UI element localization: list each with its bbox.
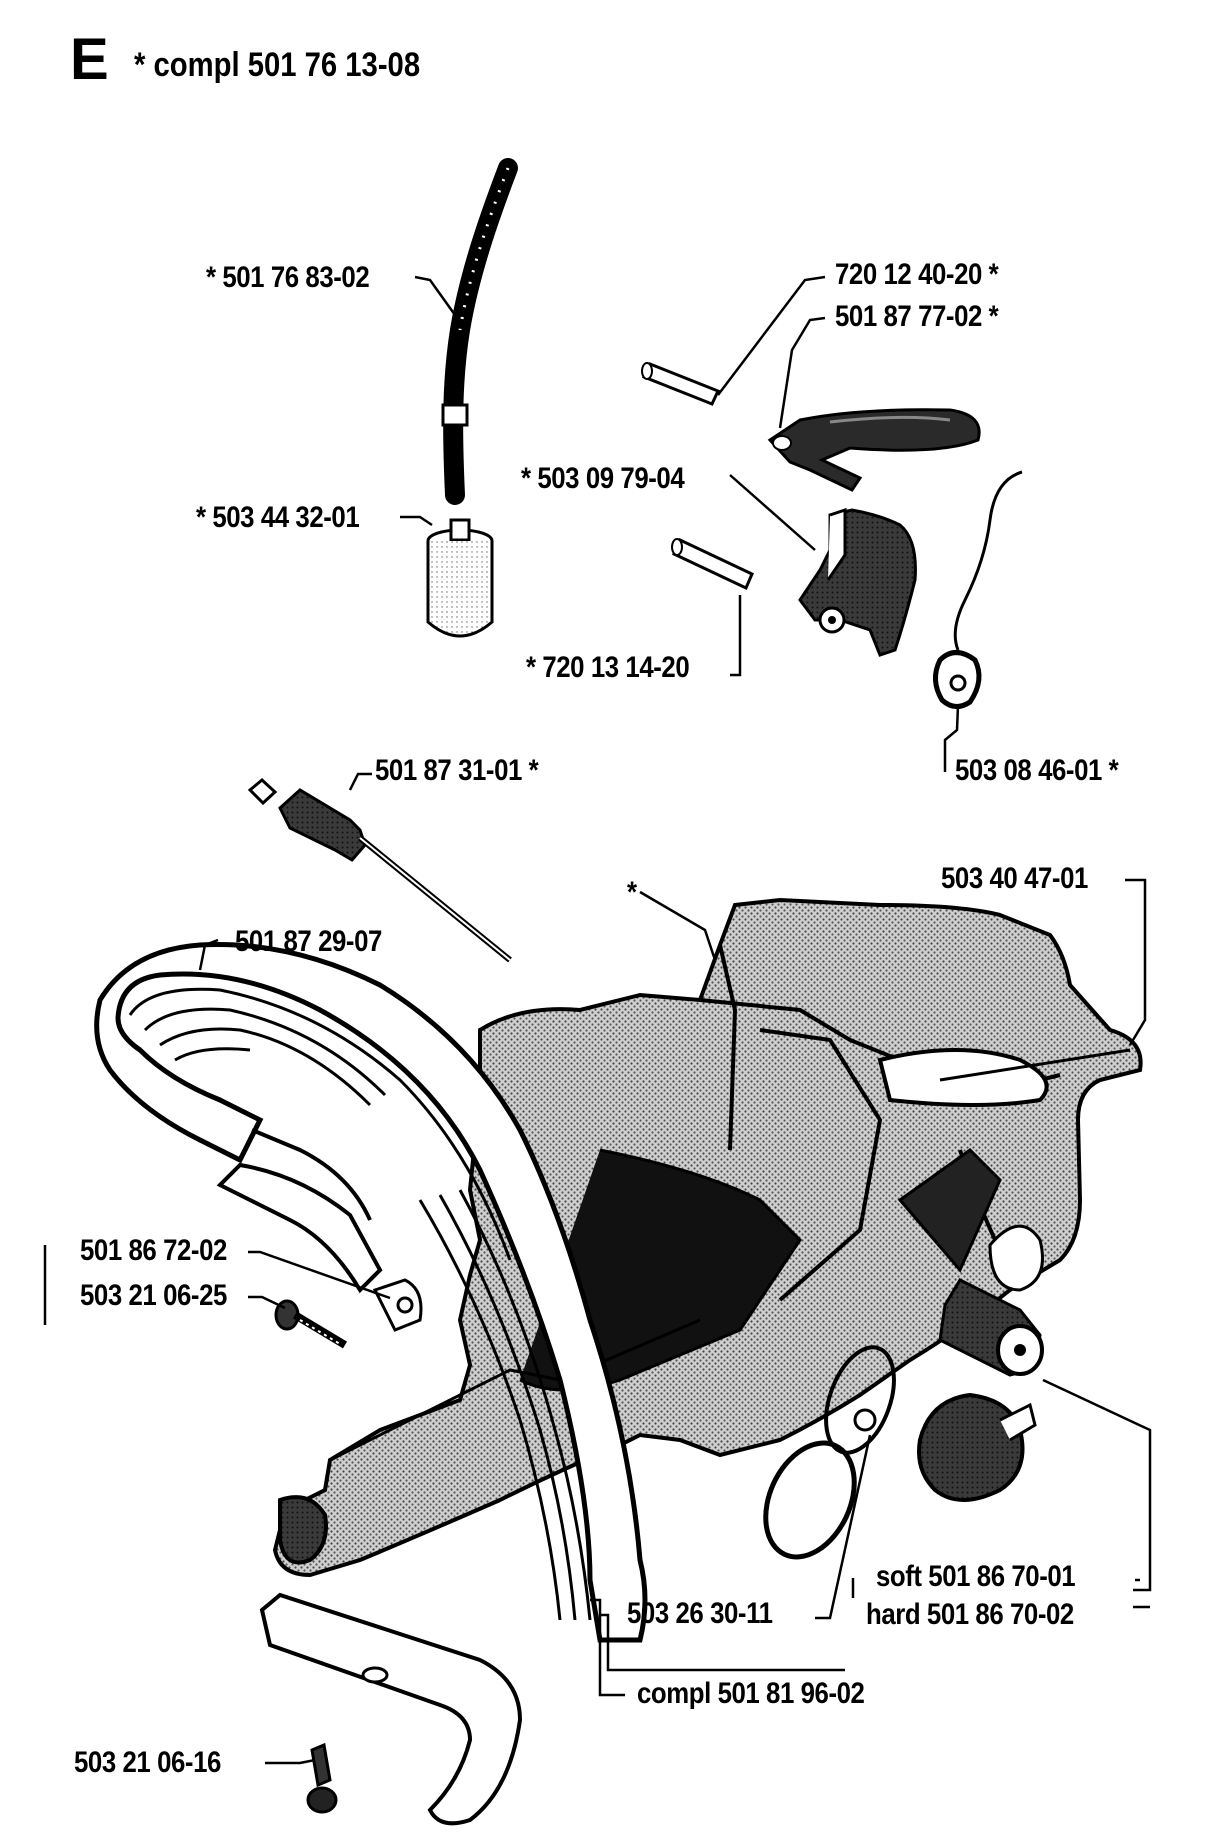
label-cap-soft: soft 501 86 70-01: [876, 1560, 1076, 1593]
label-handle-assembly: compl 501 81 96-02: [637, 1677, 865, 1710]
label-tank-housing: *: [627, 876, 637, 909]
label-bottom-screw: 503 21 06-16: [74, 1746, 221, 1779]
upper-pin: [641, 362, 721, 406]
label-cap-hard: hard 501 86 70-02: [866, 1598, 1074, 1631]
section-letter: E: [70, 27, 109, 92]
label-spring: 503 08 46-01 *: [955, 754, 1119, 787]
bushing: [938, 1278, 1044, 1377]
throttle-lockout: [798, 507, 917, 657]
label-pin-upper: 720 12 40-20 *: [835, 258, 999, 291]
bottom-screw: [306, 1742, 338, 1814]
label-fuel-hose: * 501 76 83-02: [206, 261, 370, 294]
label-clamp-screw: 503 21 06-25: [80, 1279, 227, 1312]
spring: [933, 470, 1023, 709]
front-handle: [94, 942, 648, 1826]
label-bushing: 503 40 47-01: [941, 862, 1088, 895]
label-front-handle: 501 87 29-07: [235, 925, 382, 958]
fuel-hose: [441, 158, 518, 505]
label-handle-clamp: 501 86 72-02: [80, 1234, 227, 1267]
lower-pin: [671, 537, 754, 591]
throttle-trigger: [767, 408, 981, 492]
fuel-filter: [426, 518, 494, 638]
leader-lines: [43, 275, 1152, 1765]
label-fuel-filter: * 503 44 32-01: [196, 501, 360, 534]
fuel-cap: [917, 1392, 1037, 1502]
label-throttle-trigger: 501 87 77-02 *: [835, 300, 999, 333]
o-ring: [763, 1345, 896, 1560]
label-throttle-lockout: * 503 09 79-04: [521, 462, 685, 495]
label-choke-rod: 501 87 31-01 *: [375, 754, 539, 787]
label-o-ring: 503 26 30-11: [627, 1597, 773, 1630]
clamp-screw: [274, 1299, 348, 1349]
label-pin-lower: * 720 13 14-20: [526, 651, 690, 684]
handle-clamp: [372, 1278, 423, 1332]
choke-rod: [247, 778, 512, 963]
assembly-title: * compl 501 76 13-08: [134, 46, 421, 84]
